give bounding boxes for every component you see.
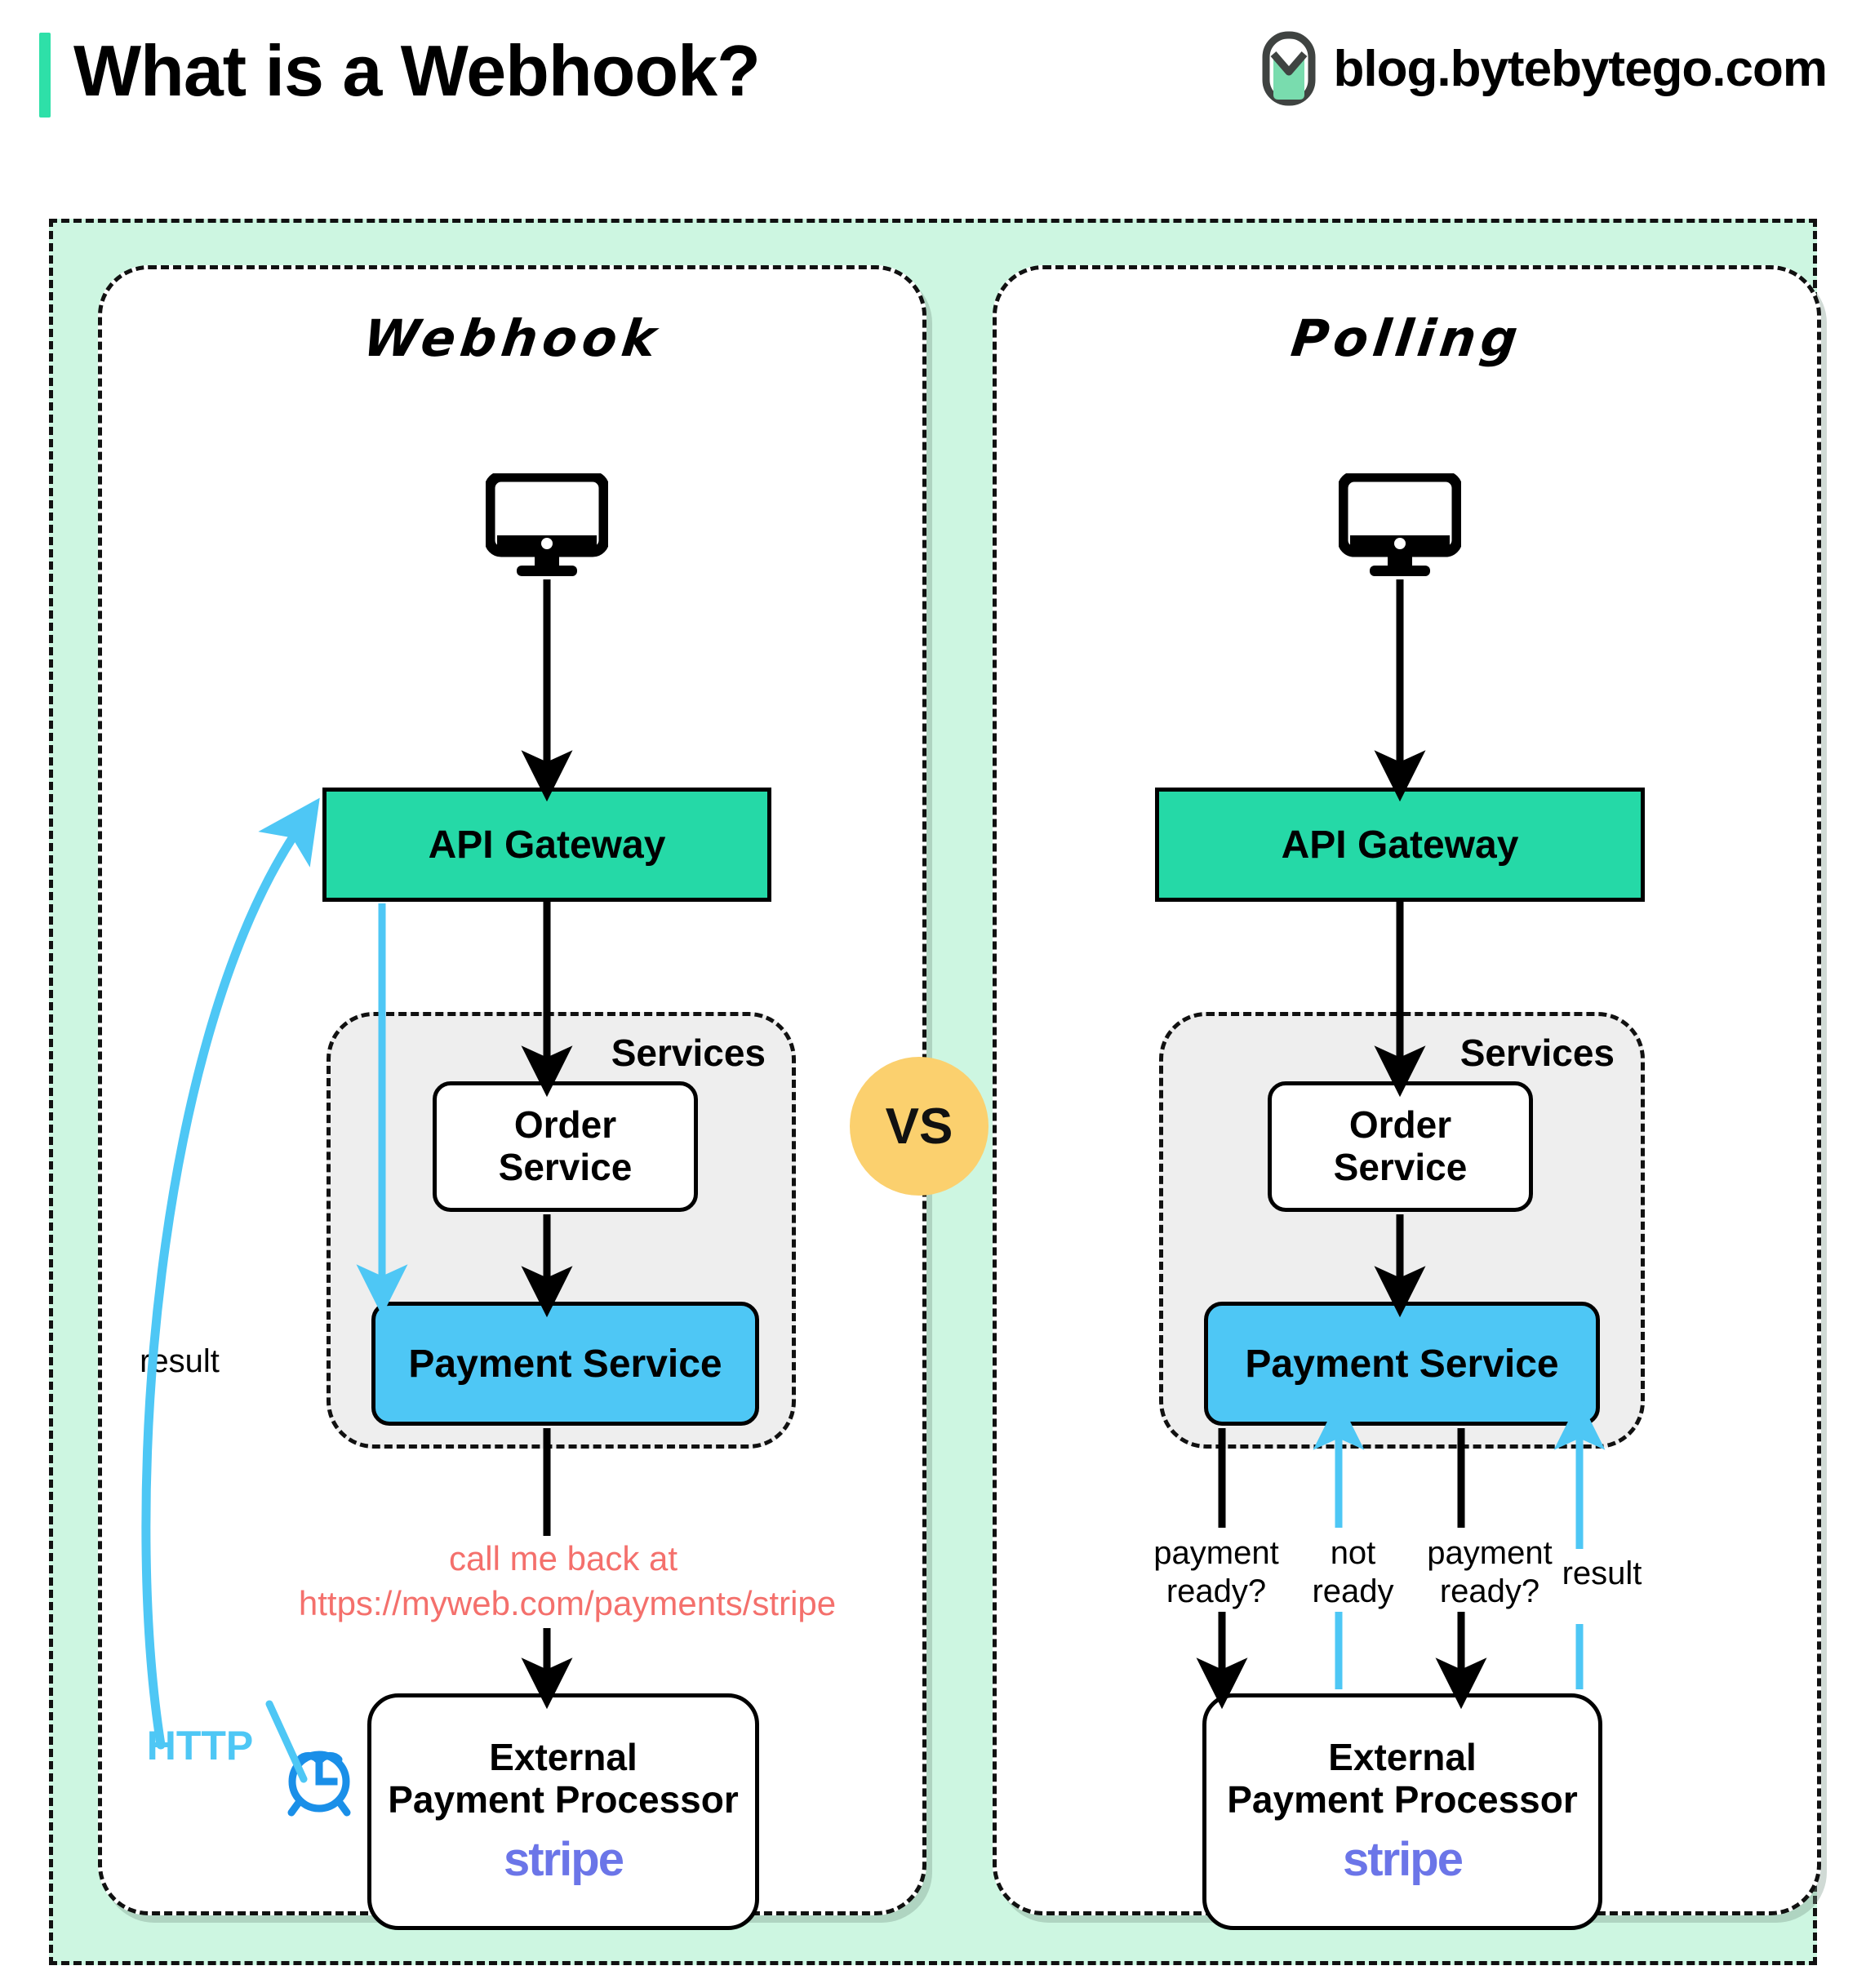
desktop-monitor-icon: [484, 471, 610, 578]
label-callback-line-2: https://myweb.com/payments/stripe: [298, 1584, 837, 1622]
payment-service-webhook[interactable]: Payment Service: [371, 1302, 759, 1426]
api-gateway-webhook[interactable]: API Gateway: [322, 788, 771, 902]
label-poll-request-1: payment ready?: [1153, 1535, 1279, 1610]
alarm-clock-icon: [282, 1738, 357, 1817]
label-result-webhook: result: [140, 1343, 220, 1379]
label-poll-response-2: result: [1562, 1555, 1642, 1591]
brand-block: blog.bytebytego.com: [1262, 31, 1828, 106]
page-header: What is a Webhook? blog.bytebytego.com: [0, 0, 1866, 163]
label-poll-request-2: payment ready?: [1427, 1535, 1553, 1610]
payment-service-polling[interactable]: Payment Service: [1204, 1302, 1600, 1426]
services-label-webhook: Services: [611, 1032, 766, 1074]
panel-polling-title: Polling: [1287, 308, 1526, 368]
order-service-polling[interactable]: Order Service: [1268, 1081, 1533, 1212]
order-service-webhook[interactable]: Order Service: [433, 1081, 698, 1212]
bytebytego-logo-icon: [1262, 31, 1316, 106]
stripe-logo: stripe: [1343, 1833, 1464, 1887]
external-payment-processor-webhook[interactable]: External Payment Processor stripe: [367, 1693, 759, 1930]
processor-title-polling: External Payment Processor: [1227, 1736, 1578, 1821]
panel-webhook-title: Webhook: [360, 308, 664, 368]
brand-url: blog.bytebytego.com: [1333, 40, 1828, 97]
external-payment-processor-polling[interactable]: External Payment Processor stripe: [1202, 1693, 1602, 1930]
label-http: HTTP: [146, 1723, 254, 1768]
stripe-logo: stripe: [504, 1833, 624, 1887]
vs-badge: VS: [850, 1057, 989, 1196]
label-callback-line-1: call me back at: [448, 1539, 678, 1578]
services-label-polling: Services: [1459, 1032, 1615, 1074]
page-title: What is a Webhook?: [73, 30, 761, 111]
api-gateway-polling[interactable]: API Gateway: [1155, 788, 1645, 902]
processor-title-webhook: External Payment Processor: [388, 1736, 739, 1821]
label-poll-response-1: not ready: [1312, 1535, 1394, 1610]
desktop-monitor-icon: [1337, 471, 1463, 578]
title-accent-bar: [39, 33, 51, 118]
